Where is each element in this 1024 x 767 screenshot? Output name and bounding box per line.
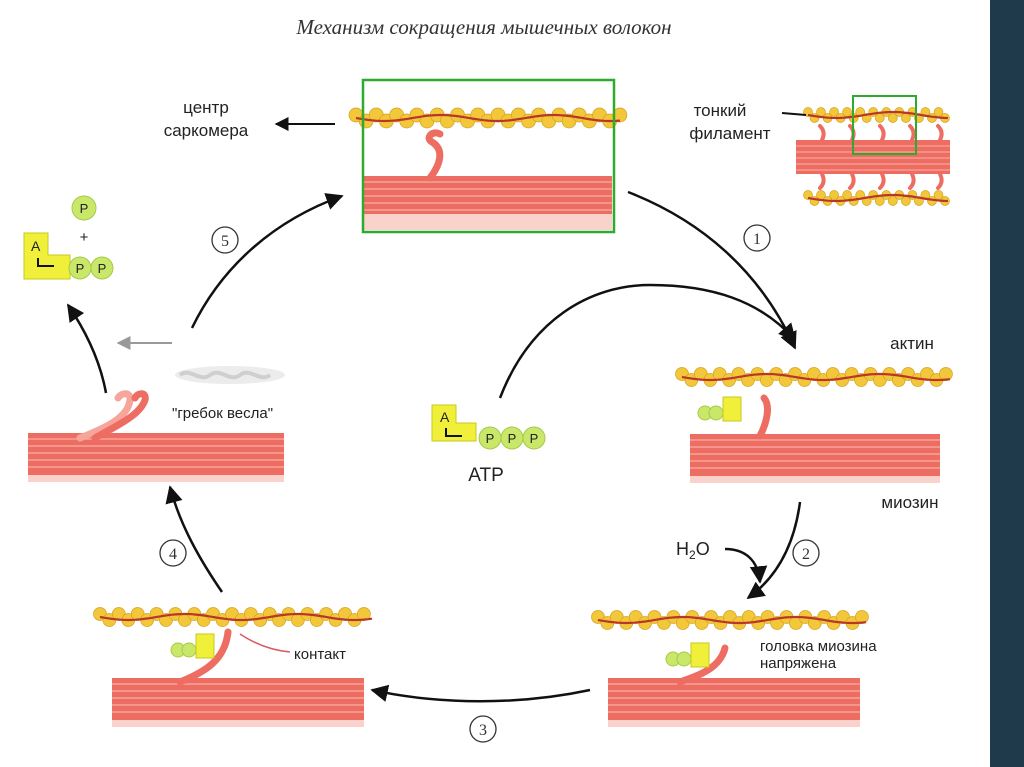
leader-thin-filament: [781, 112, 807, 116]
label-actin: актин: [890, 334, 934, 353]
phosphate-circle-icon: [90, 256, 114, 280]
stage-head-tensed: [591, 610, 869, 727]
label-head-tensed-2: напряжена: [760, 655, 837, 672]
stage-power-stroke: [28, 366, 285, 482]
svg-text:H2O: H2O: [676, 539, 710, 562]
adenosine-block-icon: [431, 404, 477, 442]
step-badge-4: 4: [159, 539, 187, 567]
phosphate-letter: P: [530, 431, 539, 446]
arrow-step-2: [746, 501, 802, 600]
label-power-stroke: "гребок весла": [172, 405, 273, 422]
myosin-head: [676, 644, 729, 686]
label-contact: контакт: [294, 646, 346, 663]
arrow-water-in: [724, 547, 768, 584]
myosin-head: [91, 390, 149, 442]
motion-blur: [178, 370, 272, 380]
muscle-contraction-diagram: Механизм сокращения мышечных волокон 1 2…: [23, 15, 953, 743]
leader-contact: [239, 633, 291, 653]
label-water: H2O: [676, 539, 710, 562]
step-badge-5: 5: [211, 226, 239, 254]
inset-head: [908, 124, 916, 142]
stage-atp-bound: [675, 367, 953, 483]
bound-adp: [665, 642, 710, 668]
inset-head: [878, 172, 886, 190]
diagram-title: Механизм сокращения мышечных волокон: [295, 15, 671, 39]
svg-text:5: 5: [221, 233, 229, 250]
highlight-box-main: [361, 78, 616, 234]
svg-text:1: 1: [753, 231, 761, 248]
myosin-head: [756, 394, 771, 440]
actin-filament: [803, 190, 950, 206]
arrow-step-1: [627, 190, 797, 350]
actin-filament: [591, 610, 869, 630]
stage-contact: [93, 607, 373, 727]
phosphate-circle-icon: [522, 426, 546, 450]
arrow-step-5: [190, 193, 344, 329]
label-thin-filament-2: филамент: [689, 124, 770, 143]
step-badge-3: 3: [469, 715, 497, 743]
plus-sign: +: [80, 229, 89, 246]
label-head-tensed-1: головка миозина: [760, 638, 877, 655]
phosphate-circle-icon: [71, 195, 97, 221]
inset-head: [908, 172, 916, 190]
myosin-head: [425, 129, 444, 182]
inset-myosin: [796, 140, 950, 174]
actin-filament: [348, 107, 628, 129]
svg-text:3: 3: [479, 722, 487, 739]
label-thin-filament-1: тонкий: [694, 101, 747, 120]
bound-adp: [170, 633, 215, 659]
inset-head: [818, 172, 826, 190]
bound-adp: [697, 396, 742, 422]
myosin-filament: [608, 678, 860, 727]
label-sarcomere-center-2: саркомера: [164, 121, 249, 140]
adenosine-letter: A: [440, 409, 450, 425]
arrow-atp-in: [498, 283, 797, 399]
right-edge-band: [990, 0, 1024, 767]
inset-head: [818, 124, 826, 142]
adenosine-letter: A: [31, 238, 41, 254]
inset-head: [878, 124, 886, 142]
inset-thin-filament: [796, 107, 950, 206]
stage-top-detached: [348, 107, 628, 230]
svg-text:2: 2: [802, 546, 810, 563]
phosphate-letter: P: [486, 431, 495, 446]
myosin-head: [176, 628, 232, 686]
inset-head: [936, 124, 944, 142]
arrow-step-3: [370, 684, 591, 703]
step-badge-2: 2: [792, 539, 820, 567]
highlight-box-inset: [852, 95, 917, 155]
arrow-phosphate-out: [66, 303, 108, 394]
myosin-filament: [112, 678, 364, 727]
phosphate-letter: P: [98, 261, 107, 276]
actin-filament: [803, 107, 950, 123]
step-badge-1: 1: [743, 224, 771, 252]
phosphate-letter: P: [76, 261, 85, 276]
myosin-filament: [690, 434, 940, 483]
phosphate-letter: P: [508, 431, 517, 446]
inset-head: [936, 172, 944, 190]
svg-text:4: 4: [169, 546, 177, 563]
myosin-filament: [28, 433, 284, 482]
actin-filament: [675, 367, 953, 387]
label-atp: ATP: [468, 465, 504, 486]
actin-filament: [93, 607, 373, 627]
label-sarcomere-center-1: центр: [183, 98, 229, 117]
phosphate-letter: P: [80, 201, 89, 216]
myosin-head: [76, 390, 134, 442]
label-myosin: миозин: [881, 493, 938, 512]
adenosine-block-icon: [23, 232, 71, 280]
arrow-step-4: [165, 485, 224, 593]
inset-head: [848, 172, 856, 190]
